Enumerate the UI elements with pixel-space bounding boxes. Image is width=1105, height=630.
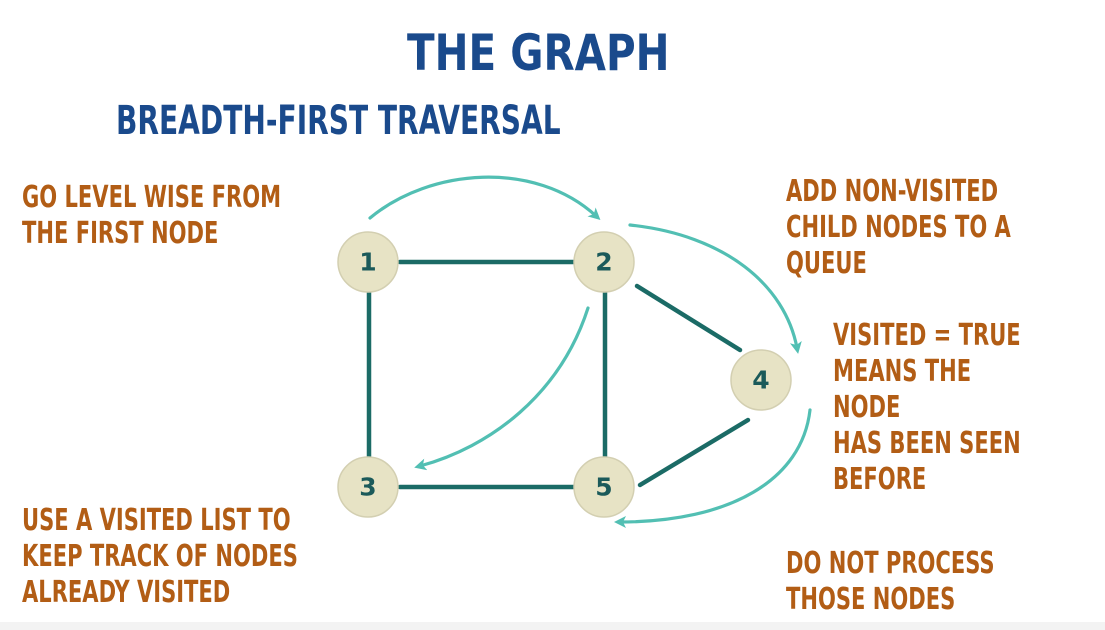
node-label-5: 5 xyxy=(595,473,612,502)
note-visited-true: VISITED = TRUE MEANS THE NODE HAS BEEN S… xyxy=(833,318,1021,497)
note-level-wise: GO LEVEL WISE FROM THE FIRST NODE xyxy=(22,180,282,251)
node-3: 3 xyxy=(337,456,399,518)
traversal-arrow-2-3 xyxy=(414,306,590,471)
traversal-arrow-2-4 xyxy=(628,223,802,354)
slide-subtitle: BREADTH-FIRST TRAVERSAL xyxy=(116,98,561,144)
traversal-arrow-1-2 xyxy=(368,175,601,221)
node-5: 5 xyxy=(573,456,635,518)
node-4: 4 xyxy=(730,349,792,411)
edge-4-5 xyxy=(637,417,751,488)
node-1: 1 xyxy=(337,231,399,293)
node-label-1: 1 xyxy=(359,248,376,277)
node-label-3: 3 xyxy=(359,473,376,502)
note-visited-list: USE A VISITED LIST TO KEEP TRACK OF NODE… xyxy=(22,503,298,610)
node-label-2: 2 xyxy=(595,248,612,277)
slide-title: THE GRAPH xyxy=(407,24,670,82)
note-queue: ADD NON-VISITED CHILD NODES TO A QUEUE xyxy=(786,174,1011,281)
node-label-4: 4 xyxy=(752,366,769,395)
note-do-not-process: DO NOT PROCESS THOSE NODES AGAIN xyxy=(786,546,995,630)
bottom-band xyxy=(0,622,1105,630)
edge-2-4 xyxy=(634,283,743,353)
traversal-arrow-4-5 xyxy=(614,408,812,528)
node-2: 2 xyxy=(573,231,635,293)
